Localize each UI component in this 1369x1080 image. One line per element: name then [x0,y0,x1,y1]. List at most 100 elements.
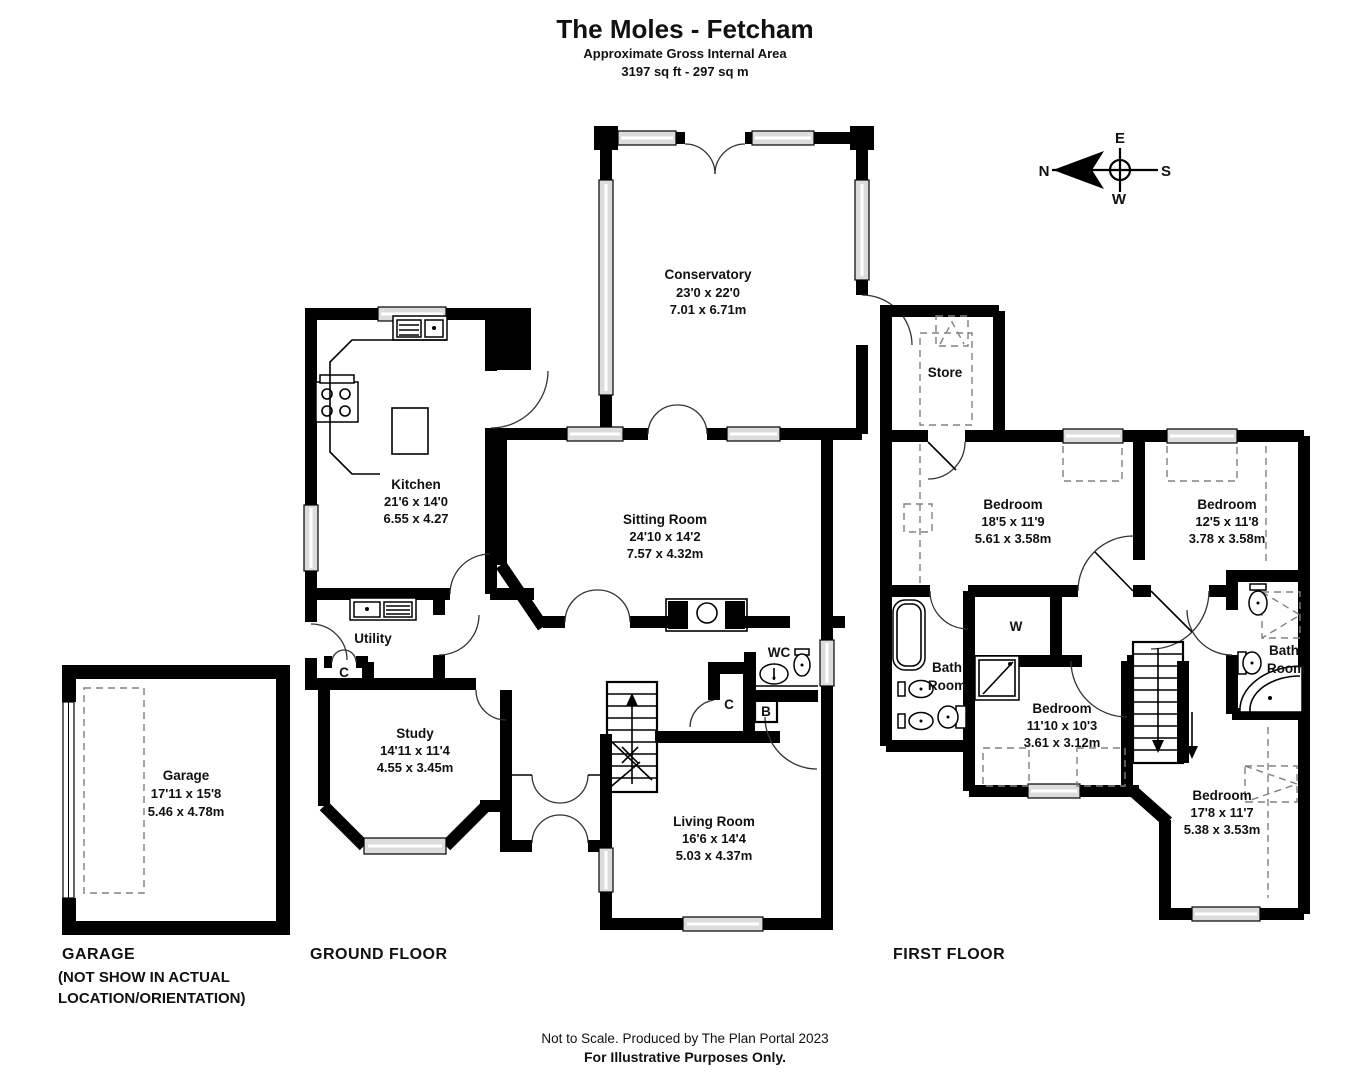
dormer-outline [1166,446,1238,482]
door-arc [676,404,708,435]
stairs-up-arrow [626,693,638,706]
ground-floor-caption: GROUND FLOOR [310,946,448,963]
window [682,916,764,932]
study-dims-m: 4.55 x 3.45m [377,760,454,775]
toilet-icon [897,711,934,731]
first-floor-caption: FIRST FLOOR [893,946,1005,963]
study-label: Study [396,726,434,741]
bedroom1-dims-ft: 18'5 x 11'9 [981,514,1044,529]
first-floor-windows [1027,428,1261,922]
garage-note-line2: LOCATION/ORIENTATION) [58,990,245,1007]
window [1062,428,1124,444]
skylight-dashed [1076,747,1126,787]
door-arc [684,143,716,175]
north-arrow-icon [1053,151,1104,189]
window [854,179,870,281]
shower-icon [974,655,1020,701]
conservatory-dims-ft: 23'0 x 22'0 [676,285,740,300]
kitchen-dims-m: 6.55 x 4.27 [383,511,448,526]
ground-floor-labels: Conservatory 23'0 x 22'0 7.01 x 6.71m Ki… [339,267,790,863]
door-arc [490,370,549,429]
door-arc [929,590,969,630]
chimney-dashed [903,503,933,533]
compass-hub [1108,158,1132,182]
door-arc [531,774,561,804]
door-arc [714,143,746,175]
bathroom-right-label-1: Bath [1269,643,1299,658]
hob-icon [315,374,359,423]
skylight-dashed [982,747,1030,787]
chimney-block [497,308,531,370]
window [726,426,781,442]
stairs-up [605,680,659,794]
door-arc [559,774,589,804]
toilet-icon [897,679,934,699]
head-height-mark [1244,765,1300,803]
door-arc [1077,535,1134,592]
page-area: 3197 sq ft - 297 sq m [621,64,748,79]
bedroom1-label: Bedroom [983,497,1042,512]
utility-label: Utility [354,631,392,646]
boiler-label: B [761,704,771,719]
wc-label: WC [768,645,791,660]
door-arc [438,614,480,656]
window [751,130,815,146]
bedroom3-dims-ft: 11'10 x 10'3 [1027,718,1098,733]
compass-e: E [1115,130,1125,147]
first-floor-walls [880,305,1310,920]
living-room-label: Living Room [673,814,755,829]
title-block: The Moles - Fetcham Approximate Gross In… [556,14,813,79]
door-arc [564,589,598,623]
conservatory-dims-m: 7.01 x 6.71m [670,302,747,317]
floor-captions: GARAGE (NOT SHOW IN ACTUAL LOCATION/ORIE… [58,946,1005,1007]
door-arc [449,553,491,595]
fireplace-icon [665,598,748,632]
door-arc [1070,660,1128,718]
garage-walls [62,665,290,935]
bedroom4-dims-ft: 17'8 x 11'7 [1190,805,1253,820]
stairs-down-arrow [1152,740,1164,753]
sitting-room-dims-m: 7.57 x 4.32m [627,546,704,561]
bedroom1-dims-m: 5.61 x 3.58m [975,531,1052,546]
window [598,179,614,396]
toilet-icon [1248,583,1268,616]
footer-line2: For Illustrative Purposes Only. [584,1049,786,1065]
bedroom2-dims-ft: 12'5 x 11'8 [1195,514,1258,529]
closet-hall-label: C [724,697,734,712]
first-floor-dashed [903,315,1302,898]
page-subtitle: Approximate Gross Internal Area [583,46,787,61]
stairs-down [1131,640,1198,765]
window [819,639,835,687]
loft-hatch-mark [939,320,965,345]
bathroom-right-label-2: Room [1267,661,1305,676]
window [363,837,447,855]
bathroom-left-label-2: Room [928,678,966,693]
footer: Not to Scale. Produced by The Plan Porta… [541,1031,828,1065]
kitchen-sink-icon [392,315,448,341]
door-arc [689,699,715,728]
utility-sink-icon [349,597,417,621]
corner-bath-icon [1239,665,1303,713]
first-floor-doors [927,441,1233,718]
study-dims-ft: 14'11 x 11'4 [380,743,451,758]
kitchen-island [391,407,429,455]
ground-floor-windows [303,130,870,932]
door-arc [596,589,631,623]
door-arc [647,404,678,435]
boiler-box [753,698,779,724]
garage-note-line1: (NOT SHOW IN ACTUAL [58,969,230,986]
garage-plan: Garage 17'11 x 15'8 5.46 x 4.78m [62,665,290,935]
door-arc [1186,609,1233,656]
door-arc [310,623,348,661]
garage-caption: GARAGE [62,946,135,963]
wc-toilet-icon [793,648,811,677]
bathroom-left-label-1: Bath [932,660,962,675]
shower-dashed [1261,591,1301,639]
shower-dashed-mark [1261,591,1302,639]
sitting-room-label: Sitting Room [623,512,707,527]
compass-n: N [1039,163,1050,180]
door-arc [531,814,561,844]
window [1191,906,1261,922]
compass-w: W [1112,191,1127,208]
